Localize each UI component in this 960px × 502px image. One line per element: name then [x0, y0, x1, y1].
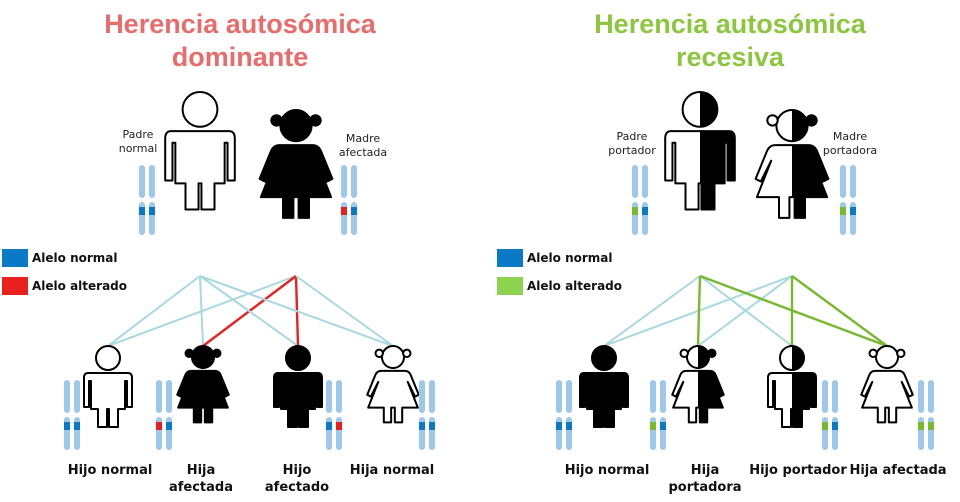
recessive-mother-chromosomes: [840, 165, 856, 235]
dominant-child-4-figure: [366, 345, 420, 424]
altered-inheritance-line: [696, 275, 702, 347]
legend-label: Alelo alterado: [32, 279, 128, 293]
dominant-child-3-figure: [273, 345, 323, 428]
dominant-child-2-chromosomes: [156, 380, 172, 450]
legend-label: Alelo alterado: [527, 279, 623, 293]
altered-allele-swatch: [2, 277, 28, 295]
inheritance-line: [199, 275, 394, 347]
normal-allele-swatch: [2, 249, 28, 267]
recessive-legend-normal: Alelo normal: [497, 248, 613, 268]
normal-allele-band: [326, 422, 332, 430]
dominant-father-figure: [164, 91, 236, 211]
recessive-child-4-label: Hija afectada: [849, 463, 947, 478]
recessive-child-2-figure: [671, 345, 725, 424]
dominant-father-chromosomes: [139, 165, 155, 235]
inheritance-line: [603, 275, 701, 347]
recessive-child-2-label: Hija portadora: [668, 463, 742, 495]
altered-allele-band: [840, 207, 846, 215]
altered-allele-band: [632, 207, 638, 215]
recessive-child-1-label: Hijo normal: [564, 463, 650, 478]
normal-allele-band: [149, 207, 155, 215]
altered-allele-band: [341, 207, 347, 215]
normal-allele-band: [850, 207, 856, 215]
recessive-mother-label: Madre portadora: [822, 130, 878, 157]
normal-allele-band: [74, 422, 80, 430]
dominant-legend-altered: Alelo alterado: [2, 276, 127, 296]
altered-allele-band: [650, 422, 656, 430]
dominant-mother-figure: [258, 109, 334, 219]
recessive-father-chromosomes: [632, 165, 648, 235]
altered-allele-band: [918, 422, 924, 430]
altered-inheritance-line: [791, 275, 888, 347]
dominant-father-label: Padre normal: [118, 128, 158, 155]
recessive-father-label: Padre portador: [608, 130, 656, 157]
altered-allele-band: [336, 422, 342, 430]
altered-allele-band: [822, 422, 828, 430]
recessive-child-1-figure: [579, 345, 629, 428]
recessive-title: Herencia autosómica recesiva: [594, 9, 866, 72]
dominant-child-4-label: Hija normal: [349, 463, 435, 478]
altered-allele-band: [928, 422, 934, 430]
legend-label: Alelo normal: [32, 251, 118, 265]
recessive-child-4-figure: [860, 345, 914, 424]
normal-allele-band: [566, 422, 572, 430]
recessive-father-figure: [664, 91, 736, 211]
dominant-child-1-figure: [83, 345, 133, 428]
recessive-child-3-figure: [767, 345, 817, 428]
dominant-child-1-chromosomes: [64, 380, 80, 450]
normal-allele-band: [832, 422, 838, 430]
inheritance-line: [699, 275, 793, 347]
recessive-child-3-label: Hijo portador: [749, 463, 847, 478]
inheritance-line: [199, 275, 204, 347]
normal-allele-band: [351, 207, 357, 215]
recessive-child-2-chromosomes: [650, 380, 666, 450]
normal-allele-band: [429, 422, 435, 430]
normal-allele-band: [419, 422, 425, 430]
normal-allele-band: [166, 422, 172, 430]
normal-allele-swatch: [497, 249, 523, 267]
dominant-child-3-chromosomes: [326, 380, 342, 450]
dominant-legend-normal: Alelo normal: [2, 248, 118, 268]
dominant-mother-chromosomes: [341, 165, 357, 235]
dominant-child-2-figure: [176, 345, 230, 424]
altered-allele-swatch: [497, 277, 523, 295]
recessive-child-4-chromosomes: [918, 380, 934, 450]
altered-allele-band: [156, 422, 162, 430]
dominant-child-1-label: Hijo normal: [67, 463, 153, 478]
inheritance-line: [295, 275, 394, 347]
dominant-mother-label: Madre afectada: [338, 132, 388, 159]
recessive-mother-figure: [754, 109, 830, 219]
dominant-child-4-chromosomes: [419, 380, 435, 450]
normal-allele-band: [660, 422, 666, 430]
dominant-child-3-label: Hijo afectado: [264, 463, 330, 495]
legend-label: Alelo normal: [527, 251, 613, 265]
normal-allele-band: [642, 207, 648, 215]
inheritance-line: [107, 275, 201, 347]
inheritance-line: [199, 275, 299, 347]
normal-allele-band: [139, 207, 145, 215]
dominant-title: Herencia autosómica dominante: [104, 9, 376, 72]
recessive-child-1-chromosomes: [556, 380, 572, 450]
altered-inheritance-line: [699, 274, 888, 348]
recessive-legend-altered: Alelo alterado: [497, 276, 622, 296]
recessive-child-3-chromosomes: [822, 380, 838, 450]
normal-allele-band: [64, 422, 70, 430]
normal-allele-band: [556, 422, 562, 430]
dominant-child-2-label: Hija afectada: [168, 463, 234, 495]
